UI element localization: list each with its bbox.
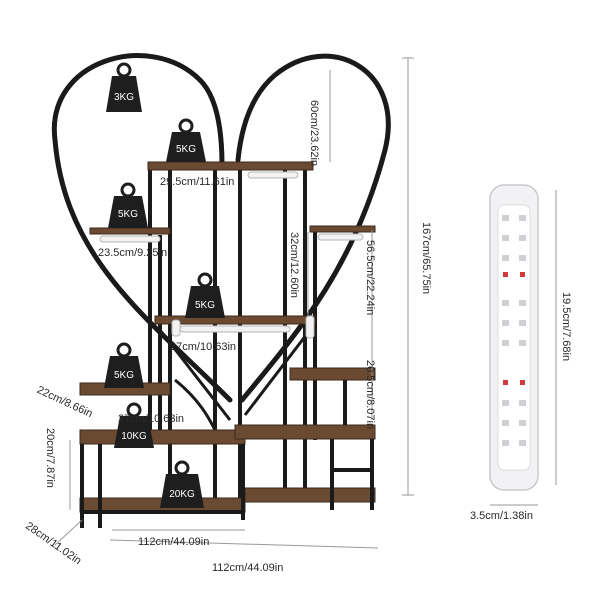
right-upper-shelf (309, 225, 376, 233)
dimension-lines (54, 57, 414, 549)
light-length-label: 19.5cm/7.68in (560, 292, 572, 362)
lower-section-height-label: 20.5cm/8.07in (364, 360, 376, 430)
bottom-shelf-height-label: 20cm/7.87in (44, 428, 56, 488)
arch-height-label: 60cm/23.62in (308, 100, 320, 167)
left-lower-shelf-width-label: 27cm/10.63in (118, 413, 185, 425)
mini-grow-lights (99, 171, 364, 339)
led-light-bar (489, 184, 557, 506)
weight-label-4: 5KG (195, 300, 215, 311)
middle-shelf-width-label: 27cm/10.63in (170, 341, 237, 353)
weight-icon: 10KG (114, 402, 154, 448)
weight-label-6: 10KG (121, 431, 147, 442)
weight-icons: 3KG 5KG 5KG 5KG 5KG (104, 62, 225, 508)
top-shelf-width-label: 29.5cm/11.61in (160, 176, 235, 188)
lower-right-box-top (234, 424, 376, 440)
light-width-label: 3.5cm/1.38in (470, 510, 533, 522)
weight-icon: 20KG (160, 460, 204, 508)
heart-frame (51, 53, 391, 403)
weight-label-5: 5KG (114, 370, 134, 381)
red-led-chips (503, 272, 525, 385)
lower-box-frames (80, 380, 374, 528)
bottom-width-label: 112cm/44.09in (138, 536, 210, 548)
left-upper-shelf-width-label: 23.5cm/9.25in (98, 247, 168, 259)
lower-left-box-top (79, 429, 246, 445)
frame-posts (148, 165, 317, 510)
total-width-label: 112cm/44.09in (212, 562, 284, 574)
weight-label-3: 5KG (118, 209, 138, 220)
right-lower-shelf (289, 367, 376, 381)
weight-label-7: 20KG (169, 489, 195, 500)
weight-label-1: 3KG (114, 92, 134, 103)
weight-icon: 3KG (106, 62, 142, 112)
middle-section-height-label: 56.5cm/22.24in (364, 240, 376, 316)
middle-shelf (154, 315, 316, 325)
upper-section-height-label: 32cm/12.60in (288, 232, 300, 299)
led-chips (502, 215, 526, 446)
left-upper-shelf (89, 227, 171, 235)
weight-icon: 5KG (166, 118, 206, 162)
weight-icon: 5KG (108, 182, 148, 228)
frame-braces (158, 329, 312, 431)
weight-icon: 5KG (104, 342, 144, 388)
top-shelf (147, 161, 314, 171)
weight-label-2: 5KG (176, 144, 196, 155)
bottom-right-shelf (244, 487, 376, 503)
total-height-label: 167cm/65.75in (420, 222, 432, 295)
weight-icon: 5KG (185, 272, 225, 318)
